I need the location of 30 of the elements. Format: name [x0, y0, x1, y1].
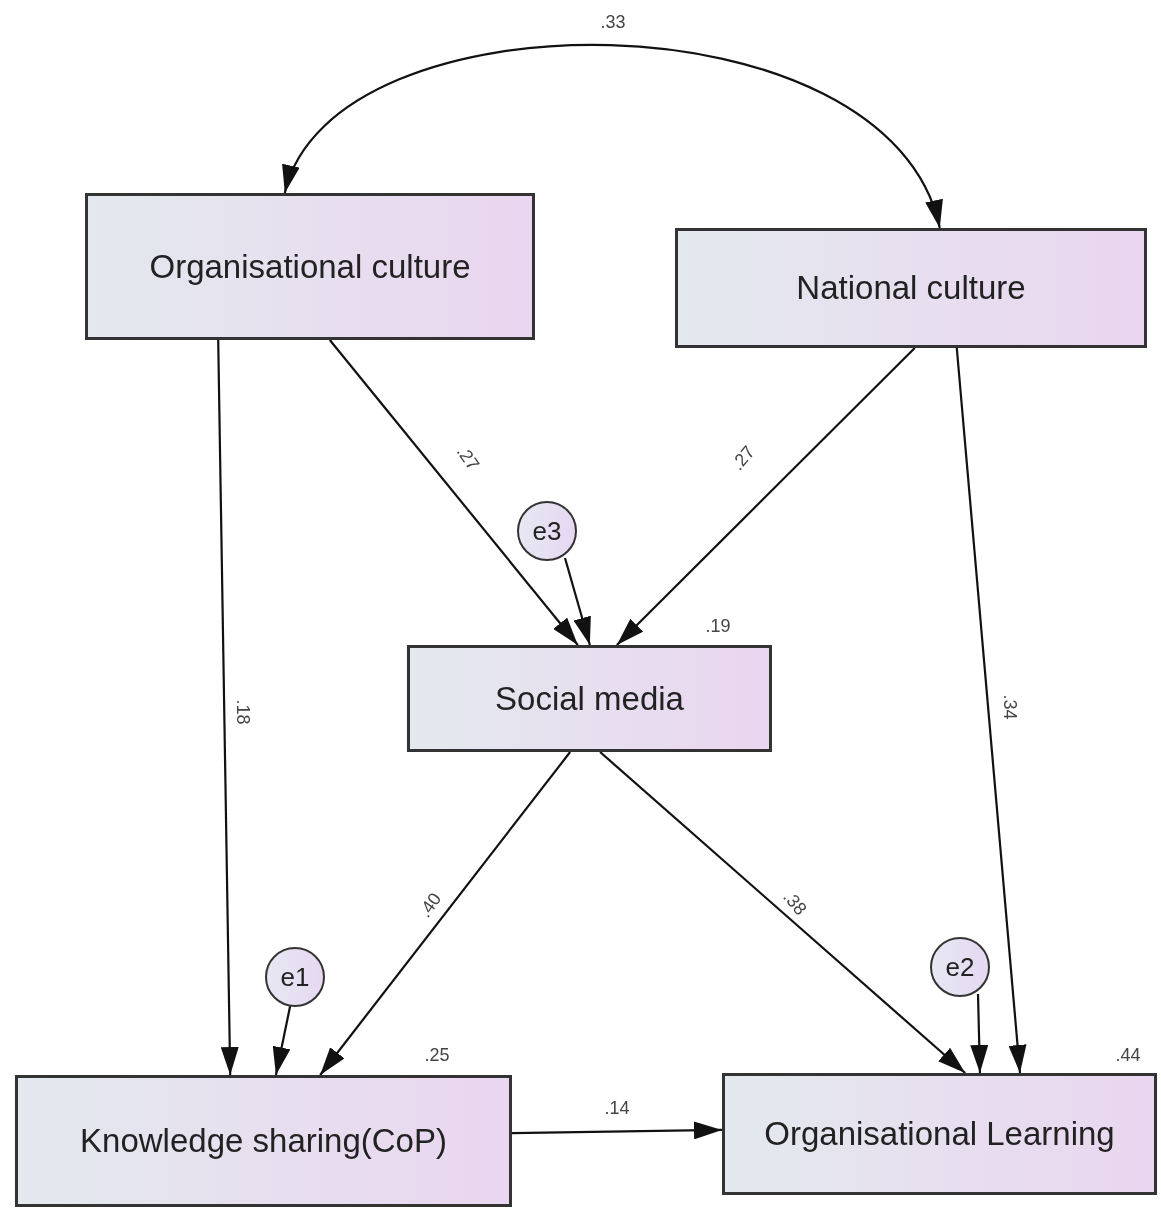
path-arrow — [328, 339, 579, 646]
path-coefficient: .33 — [600, 13, 626, 31]
variable-box: Social media — [407, 645, 772, 752]
path-coefficient: .14 — [604, 1099, 630, 1117]
path-coefficient: .38 — [780, 887, 810, 919]
variable-box: National culture — [675, 228, 1147, 348]
variable-box: Organisational Learning — [722, 1073, 1157, 1195]
r-squared-value: .19 — [705, 617, 731, 635]
path-arrow — [319, 751, 572, 1076]
path-arrow — [955, 347, 1027, 1074]
path-arrow — [563, 557, 591, 646]
path-arrow — [599, 751, 966, 1074]
error-term-circle: e2 — [930, 937, 990, 997]
variable-box: Organisational culture — [85, 193, 535, 340]
error-term-circle: e1 — [265, 947, 325, 1007]
r-squared-value: .25 — [424, 1046, 450, 1064]
covariance-arrow — [283, 44, 941, 229]
path-coefficient: .40 — [415, 889, 445, 921]
path-coefficient: .34 — [1001, 694, 1019, 720]
path-arrow — [512, 1121, 722, 1140]
error-term-circle: e3 — [517, 501, 577, 561]
path-coefficient: .27 — [453, 442, 483, 474]
path-arrow — [272, 1005, 292, 1076]
r-squared-value: .44 — [1115, 1046, 1141, 1064]
path-arrow — [217, 340, 239, 1075]
path-arrow — [970, 993, 989, 1074]
variable-box: Knowledge sharing(CoP) — [15, 1075, 512, 1207]
path-arrow — [616, 347, 916, 646]
path-coefficient: .27 — [728, 442, 758, 474]
path-coefficient: .18 — [234, 699, 252, 725]
